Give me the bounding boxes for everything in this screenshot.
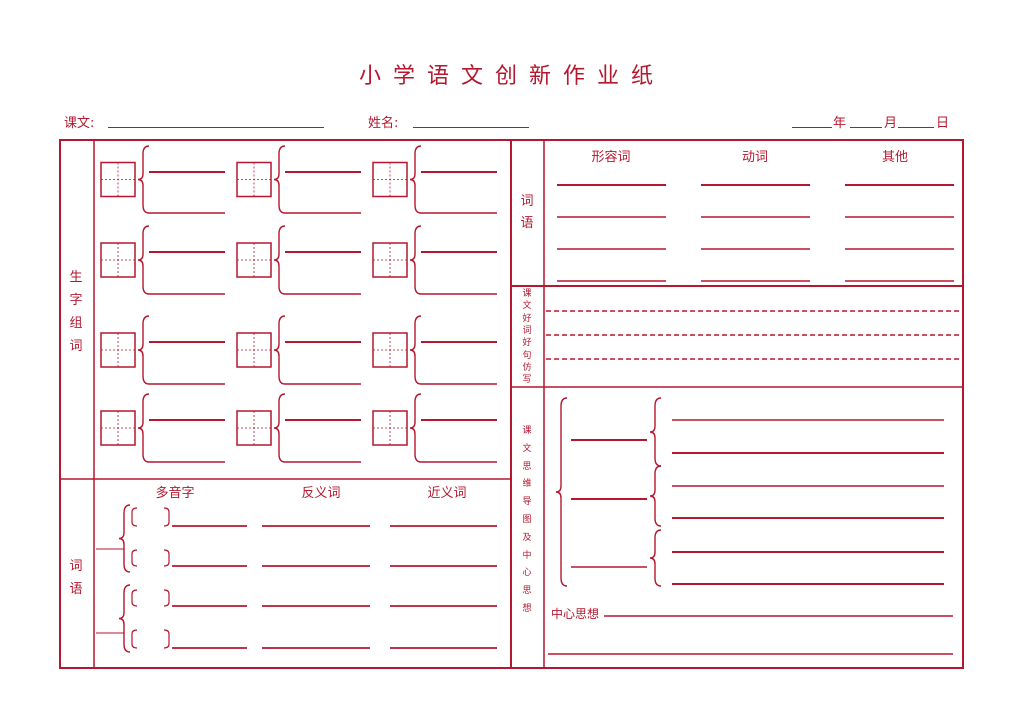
- mindmap_label-char: 思: [522, 586, 532, 597]
- col-polyphone: 多音字: [155, 486, 195, 501]
- lesson-field[interactable]: [108, 127, 324, 128]
- curly-brace: [118, 504, 131, 573]
- curly-brace: [409, 315, 422, 385]
- small-bracket: [163, 629, 170, 649]
- small-bracket: [163, 589, 170, 607]
- mindmap_label-char: 及: [522, 532, 532, 543]
- good_words_label-char: 仿: [522, 362, 532, 373]
- curly-brace: [137, 145, 150, 214]
- curly-brace: [649, 529, 662, 587]
- small-bracket: [163, 507, 170, 527]
- mindmap_label-char: 中: [522, 550, 532, 561]
- mindmap_label-char: 图: [522, 515, 532, 525]
- mindmap_label-char: 课: [522, 426, 532, 436]
- day-field[interactable]: [898, 127, 934, 128]
- small-bracket: [131, 507, 138, 527]
- curly-brace: [555, 397, 568, 587]
- central-idea-label: 中心思想: [551, 607, 600, 621]
- col-other: 其他: [881, 150, 908, 165]
- curly-brace: [137, 393, 150, 463]
- curly-brace: [273, 393, 286, 463]
- mindmap_label-char: 导: [522, 497, 532, 508]
- curly-brace: [649, 397, 662, 467]
- col-antonym: 反义词: [301, 486, 341, 501]
- col-synonym: 近义词: [427, 486, 467, 501]
- curly-brace: [118, 584, 131, 653]
- small-bracket: [131, 629, 138, 649]
- good_words_label-char: 好: [522, 313, 532, 324]
- year-label: 年: [833, 116, 847, 131]
- curly-brace: [409, 393, 422, 463]
- small-bracket: [131, 549, 138, 567]
- curly-brace: [273, 145, 286, 214]
- good_words_label-char: 写: [522, 375, 532, 386]
- curly-brace: [273, 225, 286, 295]
- mindmap_label-char: 思: [522, 461, 532, 472]
- mindmap_label-char: 心: [522, 568, 532, 579]
- mindmap_label-char: 想: [522, 604, 532, 614]
- name-label: 姓名:: [368, 116, 399, 131]
- good_words_label-char: 词: [522, 325, 532, 336]
- year-field[interactable]: [792, 127, 832, 128]
- page-title: 小学语文创新作业纸: [358, 64, 665, 89]
- curly-brace: [137, 225, 150, 295]
- day-label: 日: [936, 116, 950, 131]
- curly-brace: [409, 145, 422, 214]
- small-bracket: [131, 589, 138, 607]
- curly-brace: [273, 315, 286, 385]
- good_words_label-char: 句: [522, 350, 532, 361]
- curly-brace: [649, 465, 662, 527]
- month-field[interactable]: [850, 127, 882, 128]
- month-label: 月: [884, 116, 898, 131]
- col-verb: 动词: [741, 150, 768, 165]
- small-bracket: [163, 549, 170, 567]
- good_words_label-char: 好: [522, 338, 532, 349]
- good_words_label-char: 课: [522, 289, 532, 299]
- curly-brace: [409, 225, 422, 295]
- mindmap_label-char: 文: [522, 443, 532, 454]
- mindmap_label-char: 维: [522, 479, 532, 490]
- col-adjective: 形容词: [591, 150, 631, 165]
- name-field[interactable]: [413, 127, 529, 128]
- lesson-label: 课文:: [64, 116, 95, 131]
- good_words_label-char: 文: [522, 301, 532, 312]
- curly-brace: [137, 315, 150, 385]
